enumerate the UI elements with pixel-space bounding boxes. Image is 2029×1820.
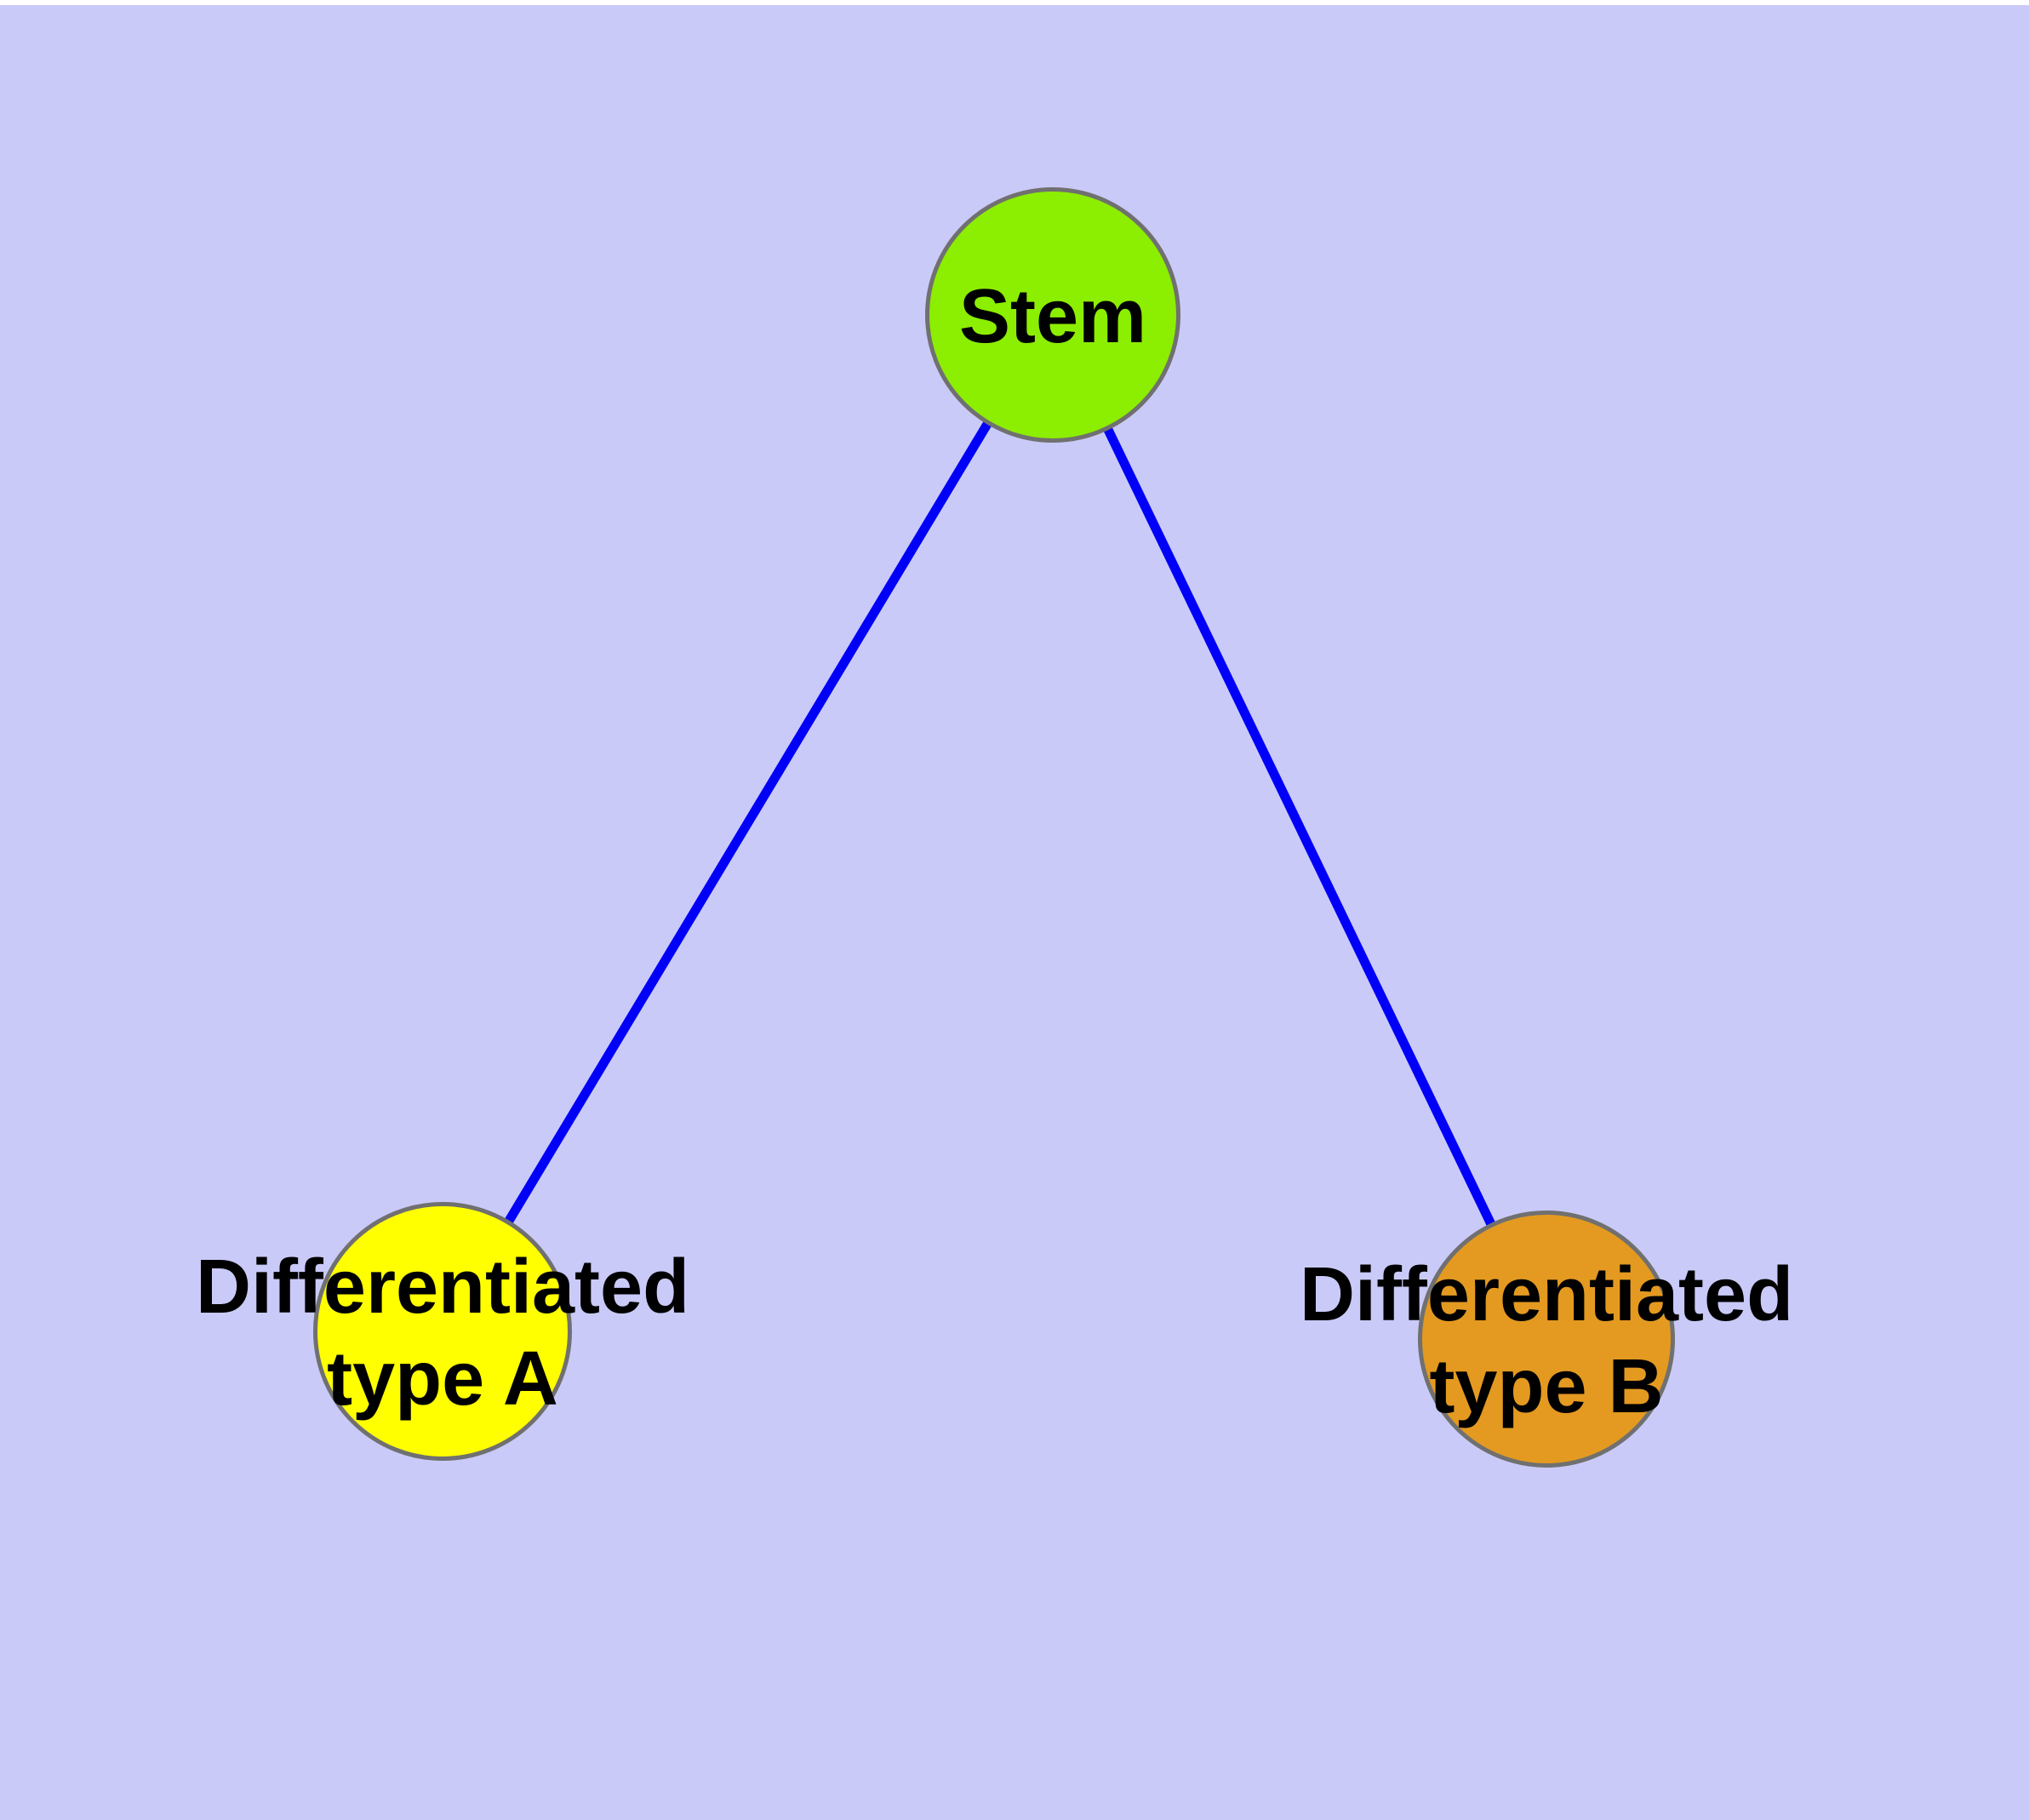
- node-differentiated-type-b: [1418, 1210, 1675, 1468]
- edge-stem-to-type-b: [1049, 312, 1551, 1342]
- top-edge-strip: [0, 3, 2029, 5]
- node-type-b-label-line1: Differentiated: [1299, 1252, 1794, 1337]
- node-type-b-label: Differentiated type B: [1300, 1249, 1793, 1433]
- node-stem-label: Stem: [959, 271, 1146, 363]
- edges-layer: [438, 312, 1551, 1342]
- edge-stem-to-type-a: [438, 312, 1057, 1334]
- node-stem: [925, 187, 1180, 443]
- node-differentiated-type-a: [313, 1202, 572, 1461]
- node-stem-label-text: Stem: [958, 274, 1147, 359]
- node-type-a-label-line1: Differentiated: [195, 1245, 690, 1330]
- node-type-b-label-line2: type B: [1429, 1344, 1664, 1429]
- node-type-a-label: Differentiated type A: [196, 1241, 689, 1425]
- graph-canvas: Stem Differentiated type A Differentiate…: [0, 3, 2029, 1820]
- node-type-a-label-line2: type A: [327, 1336, 558, 1422]
